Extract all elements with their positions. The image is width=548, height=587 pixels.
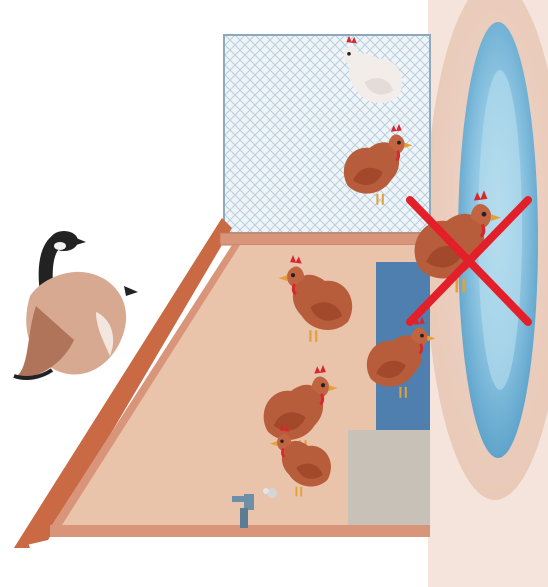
pond — [425, 0, 548, 587]
feeder — [348, 430, 430, 525]
goose — [14, 231, 138, 378]
coop — [14, 218, 430, 548]
mesh-enclosure — [224, 35, 430, 233]
